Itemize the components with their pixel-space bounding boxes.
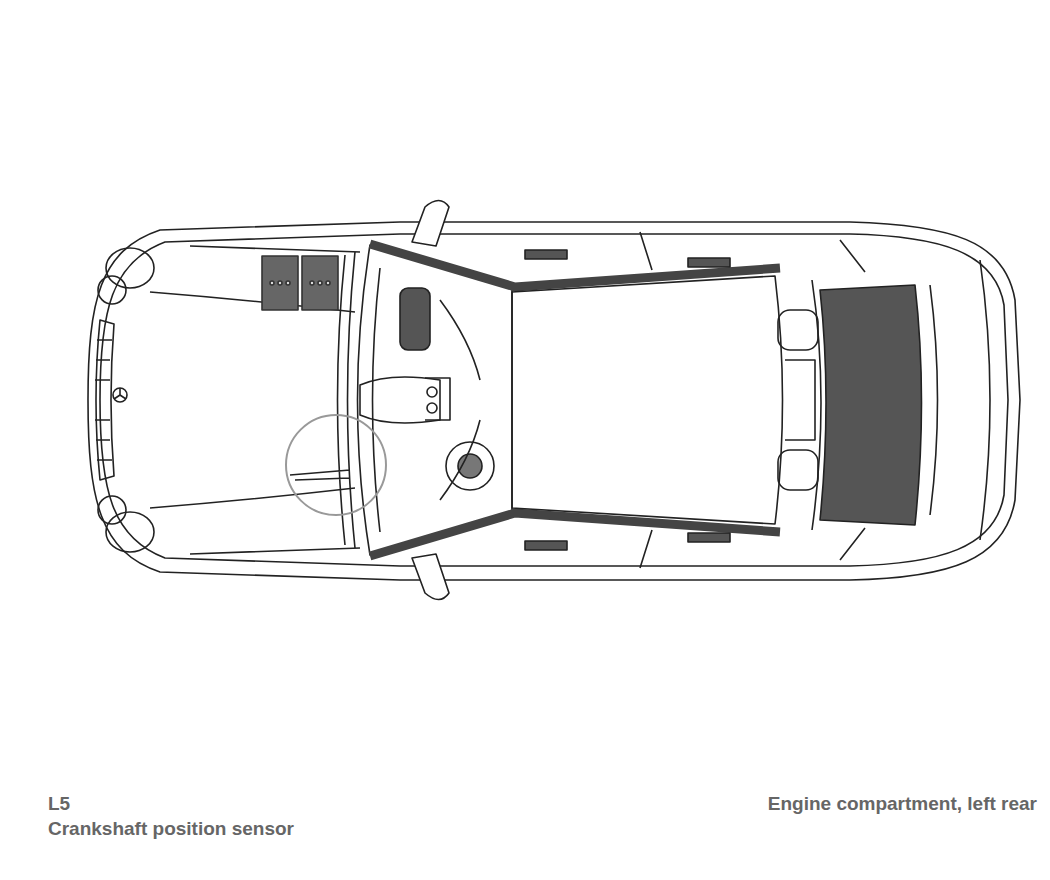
emblem	[113, 388, 127, 402]
headlight	[98, 248, 154, 552]
side-mirror	[412, 554, 449, 600]
component-code: L5	[48, 793, 70, 816]
body-inner-line	[100, 234, 1008, 566]
trunk-line	[812, 260, 990, 540]
rear-seat	[778, 310, 818, 490]
battery	[262, 256, 338, 310]
rear-window	[820, 285, 922, 525]
side-mirror	[412, 201, 449, 247]
location-text: Engine compartment, left rear	[768, 793, 1037, 816]
cowl	[290, 252, 355, 548]
a-pillar	[370, 244, 780, 556]
roof	[512, 276, 783, 524]
grille	[95, 320, 114, 480]
car-body	[88, 222, 1020, 580]
interior	[360, 268, 494, 532]
hood-line	[150, 246, 360, 554]
component-name: Crankshaft position sensor	[48, 818, 294, 841]
door-handle	[525, 250, 730, 550]
door-line	[640, 232, 865, 568]
location-circle	[286, 415, 386, 515]
windshield	[358, 245, 513, 555]
